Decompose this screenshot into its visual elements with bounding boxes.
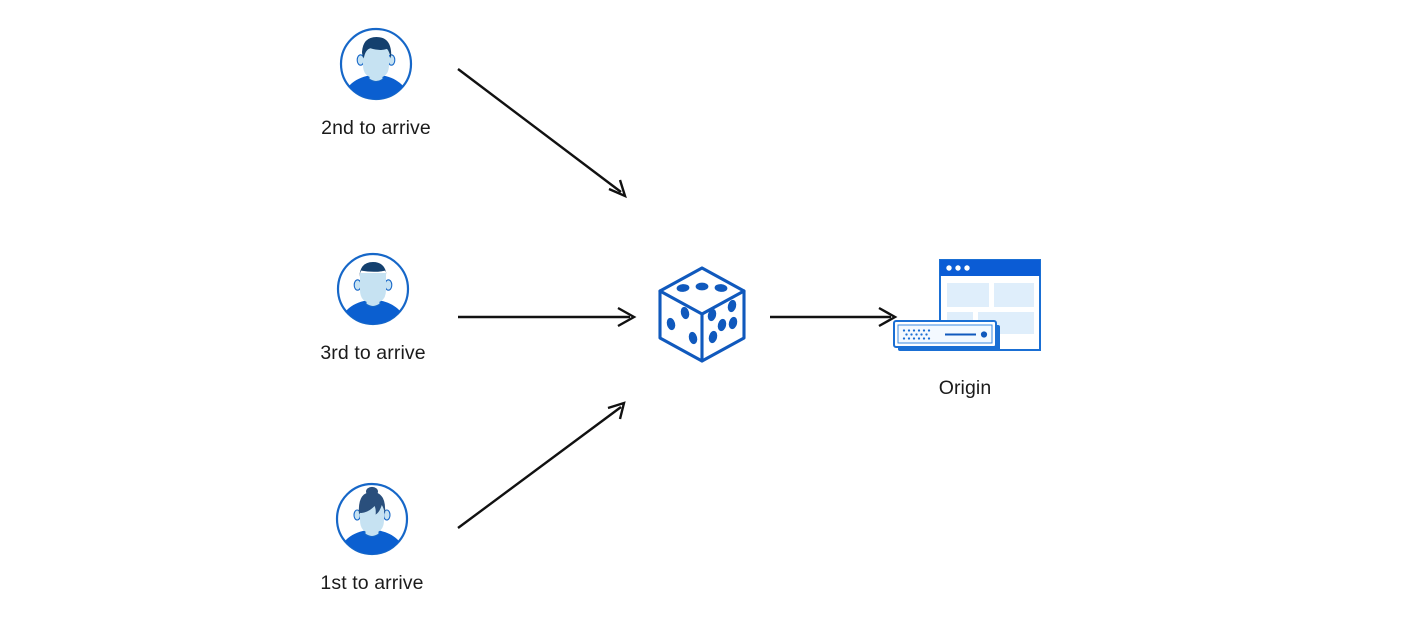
node-user-3rd[interactable]: 3rd to arrive <box>293 251 453 365</box>
user-avatar-icon <box>334 481 410 557</box>
user-avatar-icon <box>335 251 411 327</box>
node-label-user-1st: 1st to arrive <box>320 572 424 594</box>
arrow-1st-to-dice <box>457 401 626 529</box>
node-label-user-3rd: 3rd to arrive <box>320 342 426 364</box>
router-appliance-icon <box>893 320 1000 351</box>
node-dice[interactable] <box>652 262 752 363</box>
dice-left-face-pips <box>666 306 698 345</box>
dice-cube-icon <box>658 266 746 363</box>
dice-right-face-pips <box>707 299 738 344</box>
node-origin[interactable]: Origin <box>875 255 1055 400</box>
node-user-1st[interactable]: 1st to arrive <box>292 481 452 595</box>
dice-top-face-pips <box>676 282 728 292</box>
user-avatar-icon <box>338 26 414 102</box>
arrow-3rd-to-dice <box>458 306 637 328</box>
arrow-2nd-to-dice <box>457 68 627 199</box>
node-label-user-2nd: 2nd to arrive <box>321 117 431 139</box>
node-user-2nd[interactable]: 2nd to arrive <box>296 26 456 140</box>
origin-server-icon <box>890 255 1041 365</box>
node-label-origin: Origin <box>938 377 992 399</box>
